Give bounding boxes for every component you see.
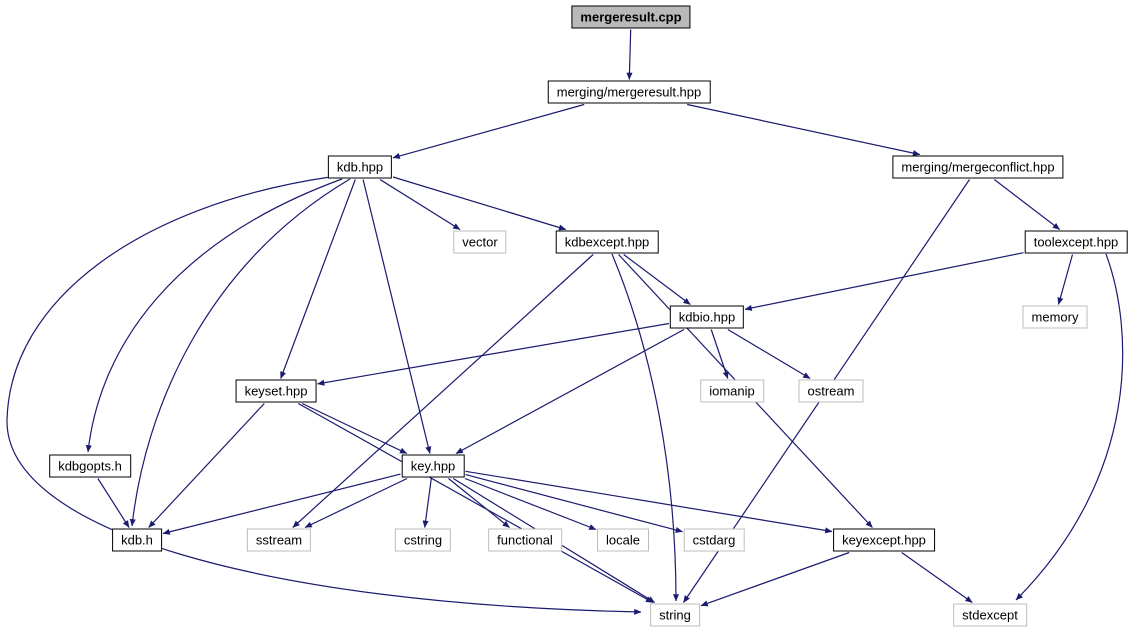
graph-edge-kdb-hpp-to-kdbgopts-h [85,178,343,453]
graph-edge-kdb-hpp-to-keyset-hpp [280,179,356,379]
graph-node-mergeresult-hpp[interactable]: merging/mergeresult.hpp [547,80,711,104]
graph-edge-kdbio-hpp-to-ostream [727,328,811,380]
graph-edge-keyexcept-hpp-to-stdexcept [901,552,973,603]
graph-edge-mergeresult-hpp-to-kdb-hpp [392,103,585,159]
graph-node-kdb-hpp[interactable]: kdb.hpp [327,155,393,179]
graph-node-ostream: ostream [798,379,864,403]
graph-node-kdbexcept-hpp[interactable]: kdbexcept.hpp [555,230,659,254]
graph-edge-key-hpp-to-cstdarg [465,474,683,533]
graph-node-key-hpp[interactable]: key.hpp [401,454,465,478]
graph-edge-key-hpp-to-sstream [304,477,408,529]
graph-edge-kdb-hpp-to-string [6,176,642,615]
graph-edge-key-hpp-to-functional [448,478,510,528]
graph-edge-key-hpp-to-kdb-h [162,473,401,535]
graph-edge-kdb-hpp-to-kdbexcept-hpp [392,176,567,231]
graph-edge-mergeresult-cpp-to-mergeresult-hpp [626,29,633,80]
graph-edge-toolexcept-hpp-to-memory [1057,254,1074,305]
graph-edge-kdb-hpp-to-key-hpp [362,179,432,454]
graph-node-locale: locale [597,528,649,552]
graph-node-keyset-hpp[interactable]: keyset.hpp [235,379,317,403]
graph-edge-key-hpp-to-keyexcept-hpp [465,470,833,534]
graph-node-sstream: sstream [246,528,312,552]
graph-node-vector: vector [453,230,507,254]
graph-node-cstdarg: cstdarg [683,528,745,552]
graph-edge-kdbio-hpp-to-iomanip [710,329,729,379]
graph-edge-kdbexcept-hpp-to-kdbio-hpp [623,254,691,305]
graph-edge-kdbio-hpp-to-keyset-hpp [317,322,670,386]
graph-edge-keyset-hpp-to-string [298,402,654,604]
graph-node-kdbio-hpp[interactable]: kdbio.hpp [669,305,745,329]
graph-edge-keyset-hpp-to-kdb-h [148,403,265,528]
graph-edge-toolexcept-hpp-to-stdexcept [1015,253,1124,601]
graph-node-mergeconflict-hpp[interactable]: merging/mergeconflict.hpp [892,155,1064,179]
graph-edge-keyset-hpp-to-key-hpp [301,402,408,455]
graph-node-toolexcept-hpp[interactable]: toolexcept.hpp [1024,230,1128,254]
graph-node-kdb-h[interactable]: kdb.h [112,528,162,552]
graph-node-string: string [650,603,700,627]
graph-node-kdbgopts-h[interactable]: kdbgopts.h [49,454,131,478]
graph-edge-kdbexcept-hpp-to-string [611,253,680,602]
graph-edge-toolexcept-hpp-to-kdbio-hpp [744,252,1024,311]
graph-edge-kdbexcept-hpp-to-sstream [292,254,594,528]
graph-edge-kdbio-hpp-to-key-hpp [455,328,685,455]
graph-edge-mergeconflict-hpp-to-toolexcept-hpp [993,179,1061,230]
graph-edge-mergeresult-hpp-to-mergeconflict-hpp [687,103,921,157]
graph-edge-kdb-hpp-to-kdb-h [129,178,351,527]
graph-node-cstring: cstring [394,528,452,552]
graph-edge-kdbgopts-h-to-kdb-h [97,478,130,528]
graph-node-iomanip: iomanip [700,379,764,403]
graph-edge-key-hpp-to-locale [464,477,597,531]
graph-node-stdexcept: stdexcept [953,603,1027,627]
graph-edge-keyexcept-hpp-to-string [700,551,850,607]
graph-node-mergeresult-cpp: mergeresult.cpp [571,5,691,29]
graph-node-keyexcept-hpp[interactable]: keyexcept.hpp [833,528,935,552]
graph-edge-key-hpp-to-cstring [422,478,432,528]
graph-node-memory: memory [1022,305,1088,329]
graph-node-functional: functional [488,528,562,552]
graph-edge-kdb-hpp-to-vector [379,178,461,231]
